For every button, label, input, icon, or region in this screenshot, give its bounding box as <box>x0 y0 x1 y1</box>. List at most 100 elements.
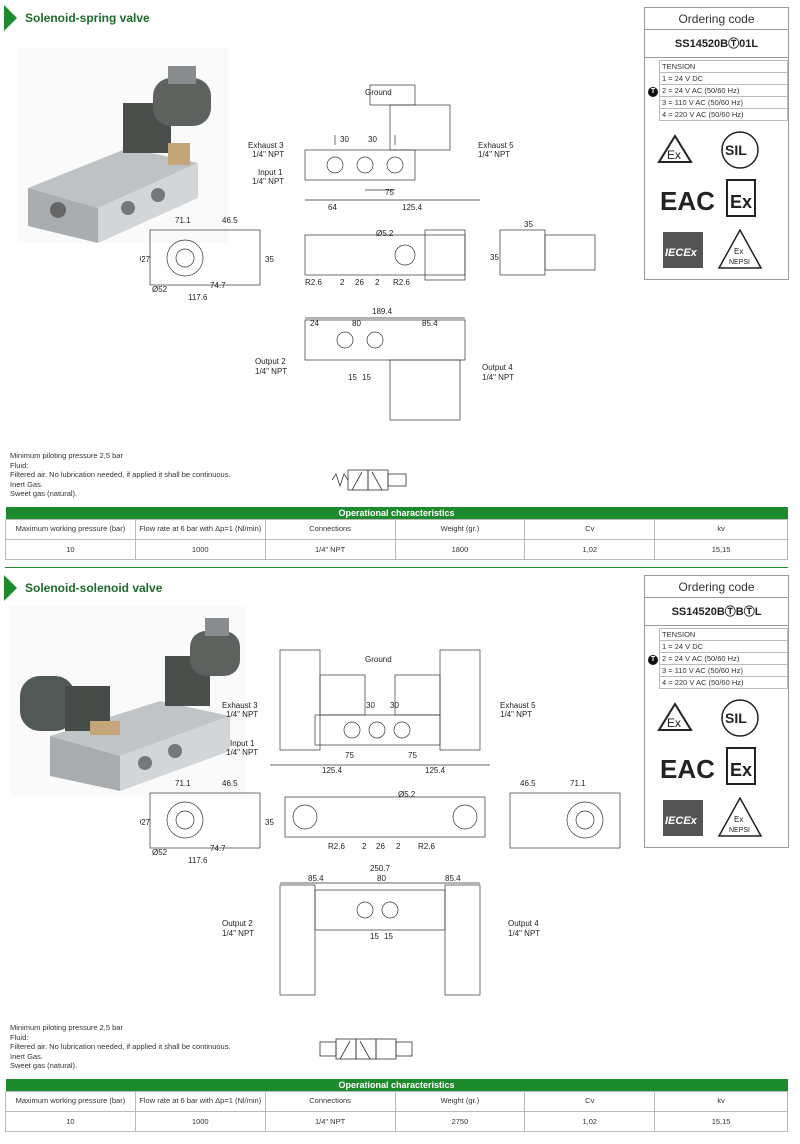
dim-35: 35 <box>265 255 274 264</box>
technical-drawing: Ground Exhaust 3 1/4" NPT Exhaust 5 1/4"… <box>140 649 621 996</box>
dim-747: 74.7 <box>210 281 226 290</box>
op-header: Flow rate at 6 bar with Δp=1 (Nl/min) <box>134 518 266 540</box>
ordering-code-box: Ordering code SS14520BⓉ01L TENSION 1 = 2… <box>644 7 789 280</box>
dim-r26b: R2.6 <box>393 278 410 287</box>
dim-r26a: R2.6 <box>305 278 322 287</box>
dim-465: 46.5 <box>222 216 238 225</box>
atex-icon: Ex <box>726 179 756 217</box>
note-line: Inert Gas. <box>10 1051 43 1061</box>
op-header: Weight (gr.) <box>394 518 526 540</box>
op-header: Flow rate at 6 bar with Δp=1 (Nl/min) <box>134 1090 266 1112</box>
dim-125: 125.4 <box>402 203 423 212</box>
certifications: Ex SIL EAC Ex IECEx Ex NEPSI <box>657 131 763 269</box>
svg-text:Ex: Ex <box>667 148 681 162</box>
dim-1176: 117.6 <box>188 856 208 865</box>
dim-75b: 75 <box>408 751 417 760</box>
eac-icon: EAC <box>660 754 715 784</box>
label-exhaust3-npt: 1/4" NPT <box>252 150 284 159</box>
tension-option: 2 = 24 V AC (50/60 Hz) <box>659 84 788 97</box>
dim-26: 26 <box>376 842 385 851</box>
dim-2b: 2 <box>396 842 401 851</box>
label-ground: Ground <box>365 655 392 664</box>
op-header: Maximum working pressure (bar) <box>5 1090 136 1112</box>
op-header: Connections <box>264 518 396 540</box>
label-exhaust3-npt: 1/4" NPT <box>226 710 258 719</box>
section-solenoid-solenoid: Solenoid-solenoid valve Ground Exhaust <box>0 570 800 1144</box>
label-output2: Output 2 <box>255 357 286 366</box>
svg-text:EAC: EAC <box>660 754 715 784</box>
dim-35c: 35 <box>490 253 499 262</box>
op-header: kv <box>654 1090 788 1112</box>
section-title-text: Solenoid-solenoid valve <box>25 581 163 595</box>
dim-465b: 46.5 <box>520 779 536 788</box>
ex-icon: Ex <box>657 702 693 731</box>
certifications: Ex SIL EAC Ex IECEx Ex NEPSI <box>657 699 763 837</box>
label-output2: Output 2 <box>222 919 253 928</box>
svg-text:Ex: Ex <box>667 716 681 730</box>
section-title-text: Solenoid-spring valve <box>25 11 150 25</box>
dim-747: 74.7 <box>210 844 226 853</box>
section-title: Solenoid-solenoid valve <box>0 574 162 602</box>
op-value: 1/4" NPT <box>264 1110 396 1132</box>
dim-125a: 125.4 <box>322 766 343 775</box>
nepsi-icon: Ex NEPSI <box>717 796 763 837</box>
product-photo <box>10 606 245 796</box>
tension-label: TENSION <box>659 628 788 641</box>
label-output4: Output 4 <box>508 919 539 928</box>
dim-854a: 85.4 <box>308 874 324 883</box>
op-value: 2750 <box>394 1110 526 1132</box>
ordering-code-header: Ordering code <box>645 8 788 30</box>
note-line: Filtered air. No lubrication needed, if … <box>10 470 231 479</box>
tension-marker-icon: T <box>648 655 658 665</box>
dim-30a: 30 <box>340 135 349 144</box>
dim-r26a: R2.6 <box>328 842 345 851</box>
note-line: Inert Gas. <box>10 479 43 489</box>
dim-30a: 30 <box>366 701 375 710</box>
svg-text:Ex: Ex <box>730 192 752 212</box>
op-value: 15,15 <box>654 538 788 560</box>
ordering-code-box: Ordering code SS14520BⓉBⓉL TENSION 1 = 2… <box>644 575 789 848</box>
tension-option: 1 = 24 V DC <box>659 640 788 653</box>
dim-64: 64 <box>328 203 337 212</box>
svg-text:NEPSI: NEPSI <box>729 827 750 834</box>
tension-option: 4 = 220 V AC (50/60 Hz) <box>659 108 788 121</box>
tension-marker-icon: T <box>648 87 658 97</box>
op-value: 1800 <box>394 538 526 560</box>
label-output2-npt: 1/4" NPT <box>222 929 254 938</box>
pneumatic-symbol <box>319 1038 413 1060</box>
op-table-title: Operational characteristics <box>5 1079 788 1091</box>
dim-854b: 85.4 <box>445 874 461 883</box>
section-solenoid-spring: Solenoid-spring valve <box>0 0 800 570</box>
dim-52: Ø52 <box>152 848 168 857</box>
dim-1894: 189.4 <box>372 307 393 316</box>
dim-1176: 117.6 <box>188 293 208 302</box>
op-value: 1,02 <box>524 538 656 560</box>
atex-icon: Ex <box>726 747 756 785</box>
dim-80: 80 <box>352 319 361 328</box>
dim-2a: 2 <box>362 842 367 851</box>
dim-80: 80 <box>377 874 386 883</box>
label-exhaust5-npt: 1/4" NPT <box>478 150 510 159</box>
tension-option: 1 = 24 V DC <box>659 72 788 85</box>
dim-854: 85.4 <box>422 319 438 328</box>
dim-2a: 2 <box>340 278 345 287</box>
dim-27: Ø27 <box>140 255 151 264</box>
op-value: 1/4" NPT <box>264 538 396 560</box>
dim-75: 75 <box>385 188 394 197</box>
tension-option: 4 = 220 V AC (50/60 Hz) <box>659 676 788 689</box>
tension-option: 3 = 110 V AC (50/60 Hz) <box>659 96 788 109</box>
note-line: Sweet gas (natural). <box>10 489 78 498</box>
section-divider <box>5 567 788 568</box>
dim-711b: 71.1 <box>570 779 586 788</box>
dim-15b: 15 <box>362 373 371 382</box>
label-exhaust3: Exhaust 3 <box>248 141 284 150</box>
iecex-icon: IECEx <box>663 232 703 268</box>
label-exhaust5-npt: 1/4" NPT <box>500 710 532 719</box>
op-header: Connections <box>264 1090 396 1112</box>
svg-text:Ex: Ex <box>734 815 743 824</box>
op-value: 1000 <box>134 1110 266 1132</box>
dim-26: 26 <box>355 278 364 287</box>
label-exhaust3: Exhaust 3 <box>222 701 258 710</box>
dim-52: Ø52 <box>152 285 168 294</box>
dim-15a: 15 <box>370 932 379 941</box>
